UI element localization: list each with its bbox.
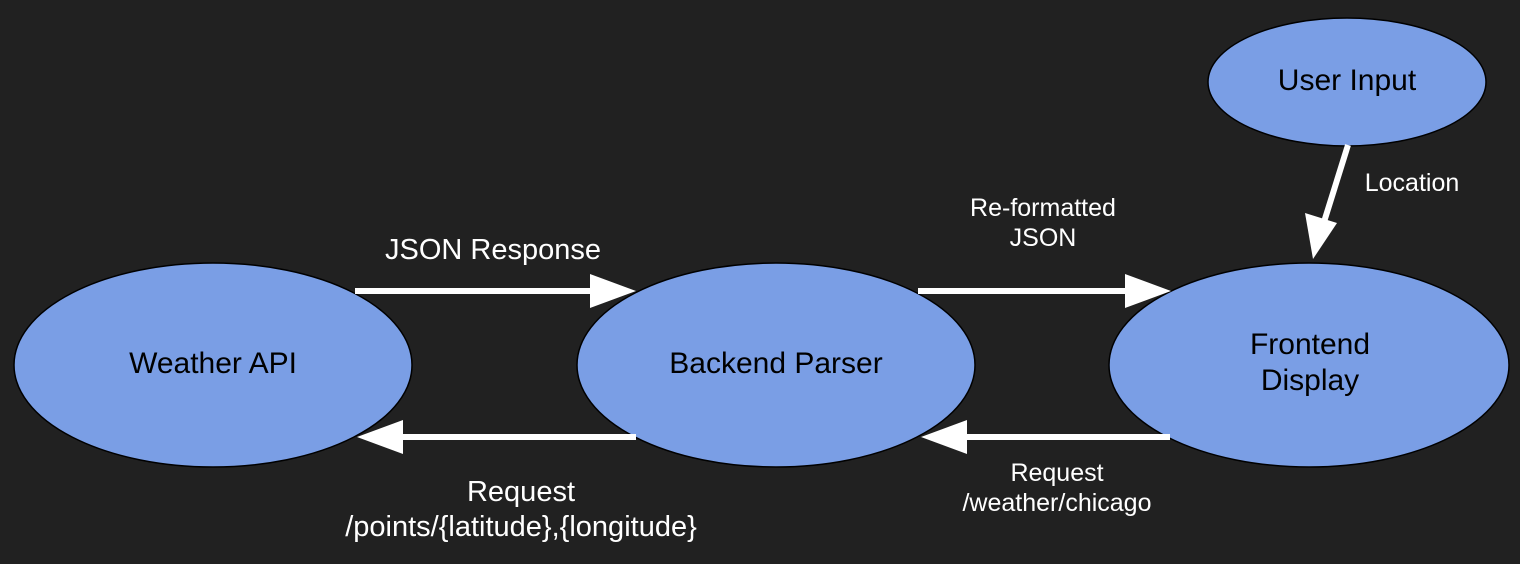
user-input-label: User Input [1227, 63, 1467, 99]
backend-parser-node [576, 262, 976, 468]
request-points-label-line1: Request [466, 476, 575, 508]
request-points-label-line2: /points/{latitude},{longitude} [345, 510, 697, 543]
location-label-text: Location [1364, 169, 1460, 197]
json-response-arrow [355, 274, 636, 308]
frontend-display-label: Frontend Display [1160, 327, 1460, 399]
request-points-arrow [357, 420, 636, 454]
request-weather-label-line1: Request [1010, 459, 1104, 487]
request-weather-label-line2: /weather/chicago [962, 489, 1152, 517]
location-label: Location [1342, 168, 1482, 198]
json-response-label-text: JSON Response [385, 234, 601, 266]
weather-api-node [13, 262, 413, 468]
weather-api-label-text: Weather API [129, 347, 297, 380]
reformatted-json-arrow [918, 274, 1171, 308]
reformatted-json-label-line1: Re-formatted [970, 194, 1116, 222]
backend-parser-label-text: Backend Parser [669, 347, 883, 380]
frontend-display-label-line2: Display [1260, 364, 1360, 397]
request-weather-arrow [921, 420, 1170, 454]
frontend-display-node [1108, 262, 1510, 468]
reformatted-json-label-line2: JSON [1009, 224, 1077, 252]
reformatted-json-label: Re-formatted JSON [943, 193, 1143, 253]
location-arrow [1305, 144, 1351, 259]
request-points-label: Request /points/{latitude},{longitude} [271, 475, 771, 545]
json-response-label: JSON Response [343, 233, 643, 268]
backend-parser-label: Backend Parser [626, 346, 926, 382]
request-weather-label: Request /weather/chicago [937, 458, 1177, 518]
user-input-label-text: User Input [1277, 64, 1417, 97]
frontend-display-label-line1: Frontend [1249, 328, 1371, 361]
weather-api-label: Weather API [63, 346, 363, 382]
